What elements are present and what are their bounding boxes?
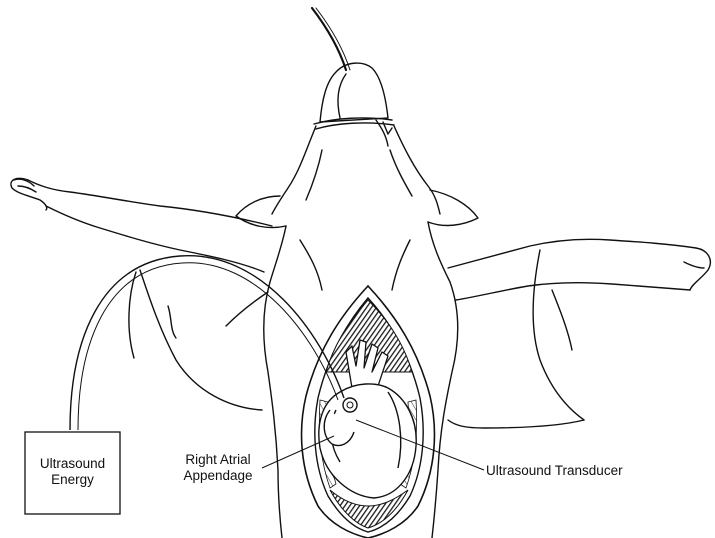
ultrasound-transducer-label: Ultrasound Transducer bbox=[486, 463, 623, 479]
animal-snout bbox=[320, 63, 388, 122]
torso-right bbox=[428, 222, 458, 538]
left-paw bbox=[11, 178, 47, 210]
ultrasound-energy-line2: Energy bbox=[25, 472, 120, 488]
right-atrial-line2: Appendage bbox=[168, 468, 268, 484]
right-hindleg bbox=[533, 250, 584, 420]
right-atrial-label: Right Atrial Appendage bbox=[168, 452, 268, 484]
right-atrial-line1: Right Atrial bbox=[168, 452, 268, 468]
left-hindleg bbox=[140, 270, 262, 410]
ultrasound-energy-label: Ultrasound Energy bbox=[25, 456, 120, 488]
right-paw bbox=[690, 248, 710, 290]
left-foreleg bbox=[28, 180, 272, 226]
right-foreleg bbox=[448, 239, 696, 268]
transducer-tip bbox=[343, 398, 357, 412]
ultrasound-energy-line1: Ultrasound bbox=[25, 456, 120, 472]
animal-head bbox=[272, 126, 316, 214]
endotracheal-tube bbox=[312, 8, 346, 70]
torso-left bbox=[264, 226, 286, 538]
right-ear bbox=[428, 190, 478, 225]
transducer-cable bbox=[70, 256, 344, 430]
